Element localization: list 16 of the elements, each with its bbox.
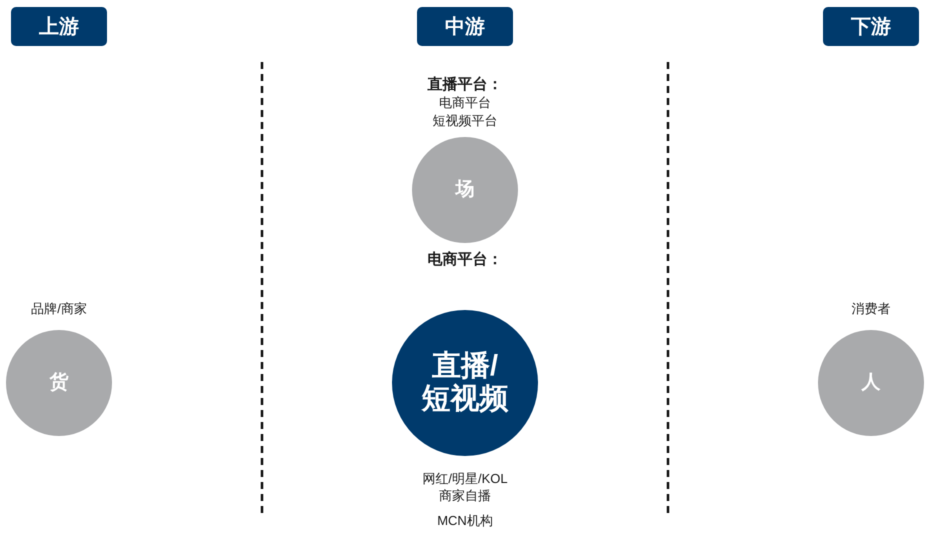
caption-text: 消费者: [852, 302, 890, 317]
caption-text: 电商平台: [439, 96, 491, 111]
stage-header: 中游: [417, 7, 513, 46]
caption-text: 品牌/商家: [31, 302, 87, 317]
caption-text: MCN机构: [437, 514, 493, 529]
circle-node: 人: [818, 330, 924, 436]
caption-text: 网红/明星/KOL: [422, 472, 508, 487]
stage-header: 下游: [823, 7, 919, 46]
caption-text: 商家自播: [439, 489, 491, 504]
caption-text: 短视频平台: [432, 114, 498, 129]
heading-text: 直播平台：: [428, 76, 502, 94]
heading-text: 电商平台：: [428, 251, 502, 268]
stage-header: 上游: [11, 7, 107, 46]
circle-node: 货: [6, 330, 112, 436]
circle-node: 场: [412, 137, 518, 243]
circle-node: 直播/短视频: [392, 310, 538, 456]
